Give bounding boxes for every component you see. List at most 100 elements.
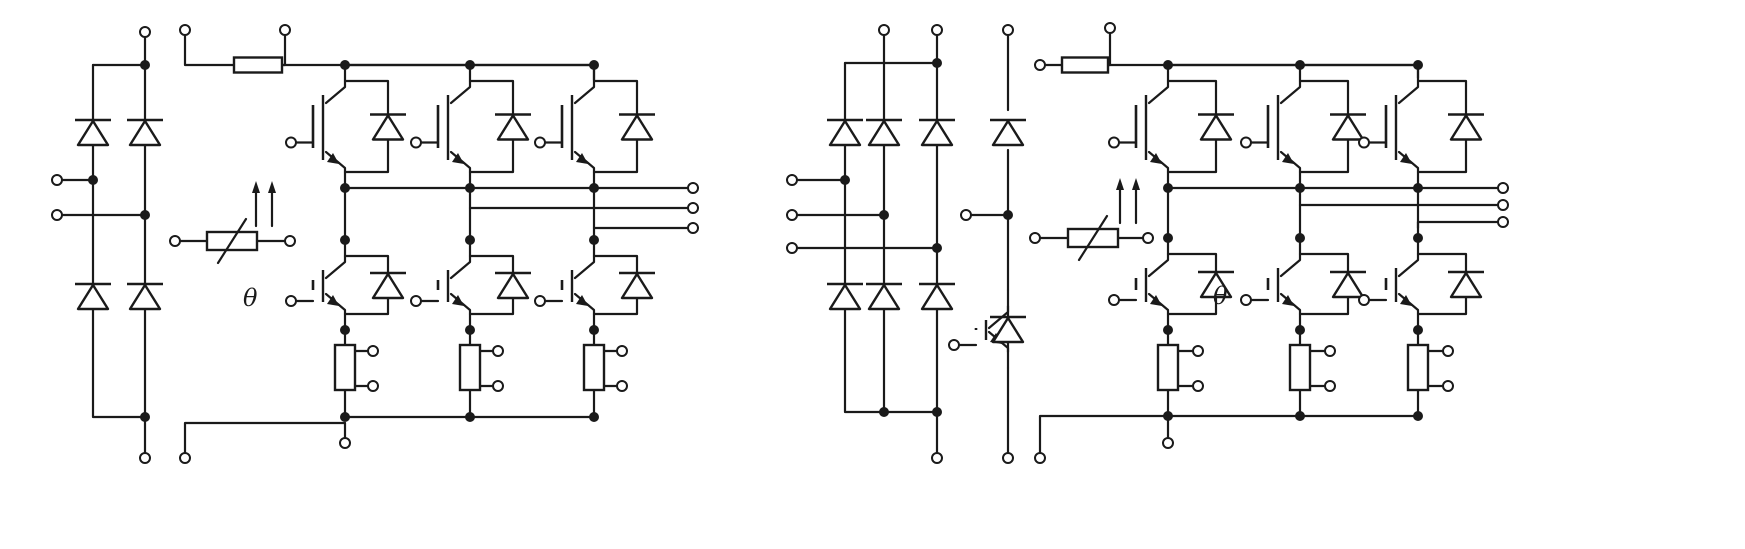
junction-dot-126 — [589, 235, 599, 245]
terminal-254 — [1192, 380, 1204, 392]
wire-258 — [1279, 63, 1302, 105]
terminal-29 — [179, 452, 191, 464]
junction-dot-102 — [465, 325, 475, 335]
junction-dot-67 — [340, 325, 350, 335]
wire-127 — [573, 238, 596, 280]
heat-arrow-head-39 — [252, 181, 260, 193]
terminal-4 — [139, 452, 151, 464]
terminals-layer — [51, 22, 1509, 464]
wire-115 — [573, 150, 596, 190]
terminal-133 — [534, 295, 546, 307]
terminal-143 — [616, 345, 628, 357]
resistor-248 — [1156, 343, 1180, 392]
wire-80 — [449, 150, 472, 190]
junction-dot-234 — [1163, 183, 1173, 193]
junction-dot-55 — [340, 183, 350, 193]
resistor-283 — [1288, 343, 1312, 392]
diode-triangle-100 — [496, 272, 530, 300]
terminal-214 — [1142, 232, 1154, 244]
wire-307 — [1397, 292, 1420, 332]
diode-triangle-163 — [867, 119, 901, 147]
junction-dot-125 — [589, 183, 599, 193]
terminal-147 — [687, 222, 699, 234]
terminal-299 — [1358, 136, 1370, 149]
terminal-324 — [1442, 380, 1454, 392]
terminal-326 — [1497, 216, 1509, 228]
wire-224 — [1147, 150, 1170, 190]
diode-triangle-196 — [991, 316, 1025, 344]
junction-dot-250 — [1163, 411, 1173, 421]
terminal-213 — [1029, 232, 1041, 244]
terminal-289 — [1324, 380, 1336, 392]
emitter-arrow-297 — [1400, 153, 1412, 164]
junction-dot-78 — [465, 60, 475, 70]
terminal-187 — [960, 209, 972, 221]
junction-dot-257 — [1295, 60, 1305, 70]
terminal-277 — [1240, 294, 1252, 306]
diode-triangle-135 — [620, 272, 654, 300]
wire-92 — [449, 238, 472, 280]
terminal-73 — [367, 345, 379, 357]
terminal-108 — [492, 345, 504, 357]
wire-223 — [1147, 63, 1170, 105]
heat-arrow-head-41 — [268, 181, 276, 193]
terminal-20 — [51, 209, 63, 221]
emitter-arrow-240 — [1150, 295, 1162, 306]
junction-dot-186 — [1003, 210, 1013, 220]
wire-93 — [449, 292, 472, 332]
terminal-210 — [1162, 437, 1174, 449]
terminal-322 — [1442, 345, 1454, 357]
terminal-201 — [1034, 59, 1046, 71]
terminal-3 — [139, 26, 151, 38]
wire-1 — [91, 63, 147, 419]
diode-triangle-87 — [496, 114, 530, 141]
heat-arrow-head-220 — [1132, 178, 1140, 190]
junction-dot-43 — [340, 60, 350, 70]
terminal-154 — [931, 24, 943, 36]
terminal-17 — [51, 174, 63, 186]
terminal-98 — [410, 295, 422, 307]
junction-dot-5 — [140, 60, 150, 70]
junction-dot-113 — [589, 60, 599, 70]
wire-21 — [183, 30, 237, 67]
junction-dot-137 — [589, 325, 599, 335]
wire-57 — [324, 238, 347, 280]
terminal-50 — [285, 136, 297, 149]
emitter-arrow-262 — [1282, 153, 1294, 164]
wire-58 — [324, 292, 347, 332]
wire-28 — [183, 421, 347, 457]
junction-dot-246 — [1163, 325, 1173, 335]
junction-dot-316 — [1413, 325, 1423, 335]
terminal-176 — [786, 209, 798, 221]
resistor-23 — [232, 56, 284, 74]
wire-150 — [843, 61, 939, 414]
junction-dot-157 — [879, 407, 889, 417]
junction-dot-305 — [1413, 233, 1423, 243]
terminal-229 — [1108, 136, 1120, 149]
diode-triangle-279 — [1331, 271, 1365, 299]
terminal-312 — [1358, 294, 1370, 306]
wires-layer — [58, 28, 1500, 460]
diode-triangle-182 — [991, 119, 1025, 147]
diode-triangle-11 — [76, 283, 110, 311]
wire-272 — [1279, 292, 1302, 332]
junction-dot-178 — [932, 243, 942, 253]
heat-arrow-head-218 — [1116, 178, 1124, 190]
diode-triangle-7 — [76, 119, 110, 147]
terminal-34 — [169, 235, 181, 247]
terminal-35 — [284, 235, 296, 247]
junction-dot-6 — [140, 412, 150, 422]
terminal-179 — [786, 242, 798, 254]
wire-306 — [1397, 236, 1420, 278]
wire-114 — [573, 63, 596, 105]
thermistor-symbol-left: θ — [243, 284, 258, 312]
wire-259 — [1279, 150, 1302, 190]
junction-dot-16 — [88, 175, 98, 185]
junction-dot-71 — [340, 412, 350, 422]
terminal-291 — [1497, 199, 1509, 211]
diode-triangle-244 — [1199, 271, 1233, 299]
wire-128 — [573, 292, 596, 332]
diode-triangle-314 — [1449, 271, 1483, 299]
junction-dot-156 — [932, 58, 942, 68]
